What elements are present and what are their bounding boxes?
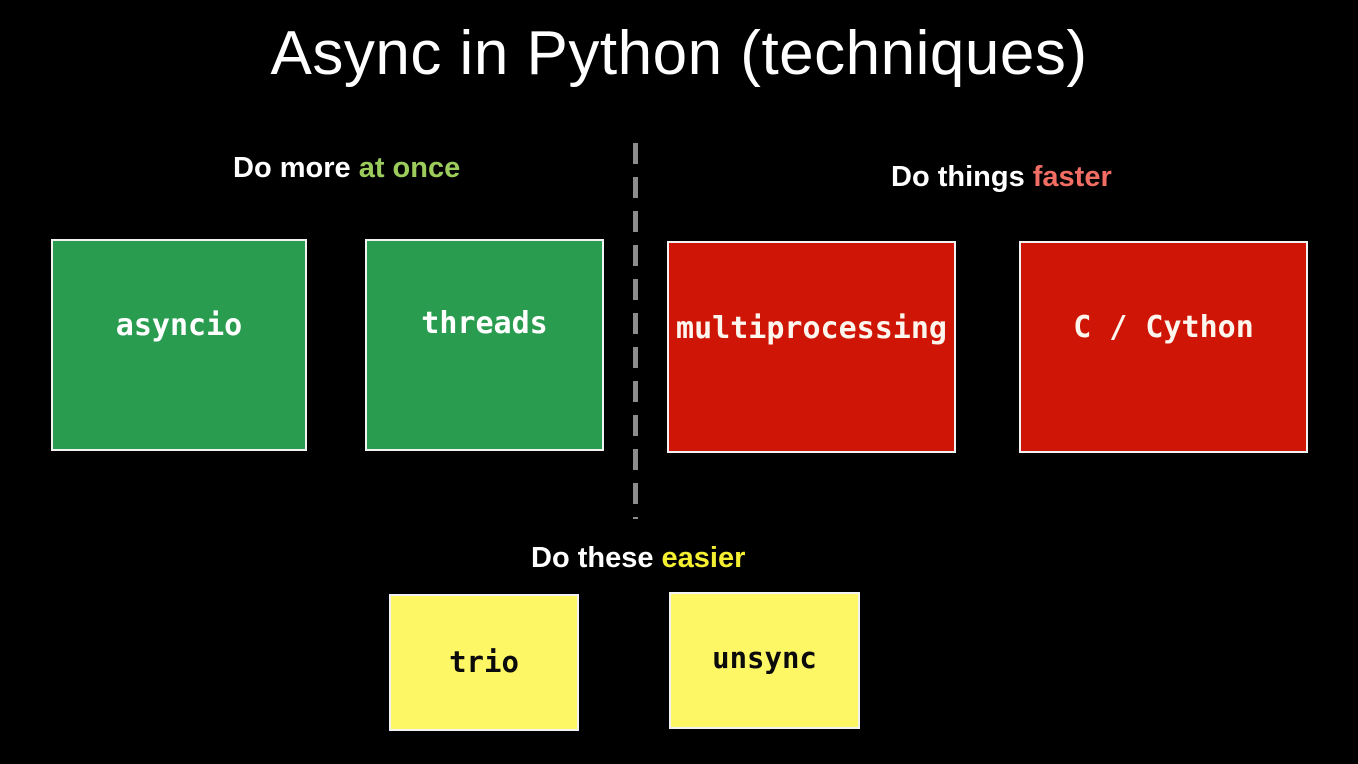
- technique-box-multiprocessing[interactable]: multiprocessing: [667, 241, 956, 453]
- technique-box-c-cython[interactable]: C / Cython: [1019, 241, 1308, 453]
- section-heading-left-accent: at once: [358, 152, 461, 184]
- technique-box-trio[interactable]: trio: [389, 594, 579, 731]
- section-heading-bottom-accent: easier: [661, 542, 746, 574]
- section-heading-right-accent: faster: [1032, 161, 1112, 193]
- technique-box-threads[interactable]: threads: [365, 239, 604, 451]
- vertical-dashed-divider-icon: [633, 143, 638, 519]
- page-title: Async in Python (techniques): [270, 19, 1088, 88]
- section-heading-do-things-faster: Do things faster: [891, 160, 1112, 194]
- technique-box-c-cython-label: C / Cython: [1073, 309, 1254, 345]
- technique-box-unsync-label: unsync: [712, 640, 817, 675]
- technique-box-asyncio[interactable]: asyncio: [51, 239, 307, 451]
- technique-box-unsync[interactable]: unsync: [669, 592, 860, 729]
- section-heading-left-plain: Do more: [233, 152, 359, 184]
- technique-box-threads-label: threads: [421, 305, 548, 341]
- section-heading-do-these-easier: Do these easier: [531, 541, 745, 575]
- section-heading-bottom-plain: Do these: [531, 542, 662, 574]
- technique-box-trio-label: trio: [449, 644, 519, 679]
- technique-box-asyncio-label: asyncio: [115, 307, 243, 343]
- technique-box-multiprocessing-label: multiprocessing: [676, 310, 947, 346]
- section-heading-right-plain: Do things: [891, 161, 1033, 193]
- section-heading-do-more-at-once: Do more at once: [233, 151, 460, 185]
